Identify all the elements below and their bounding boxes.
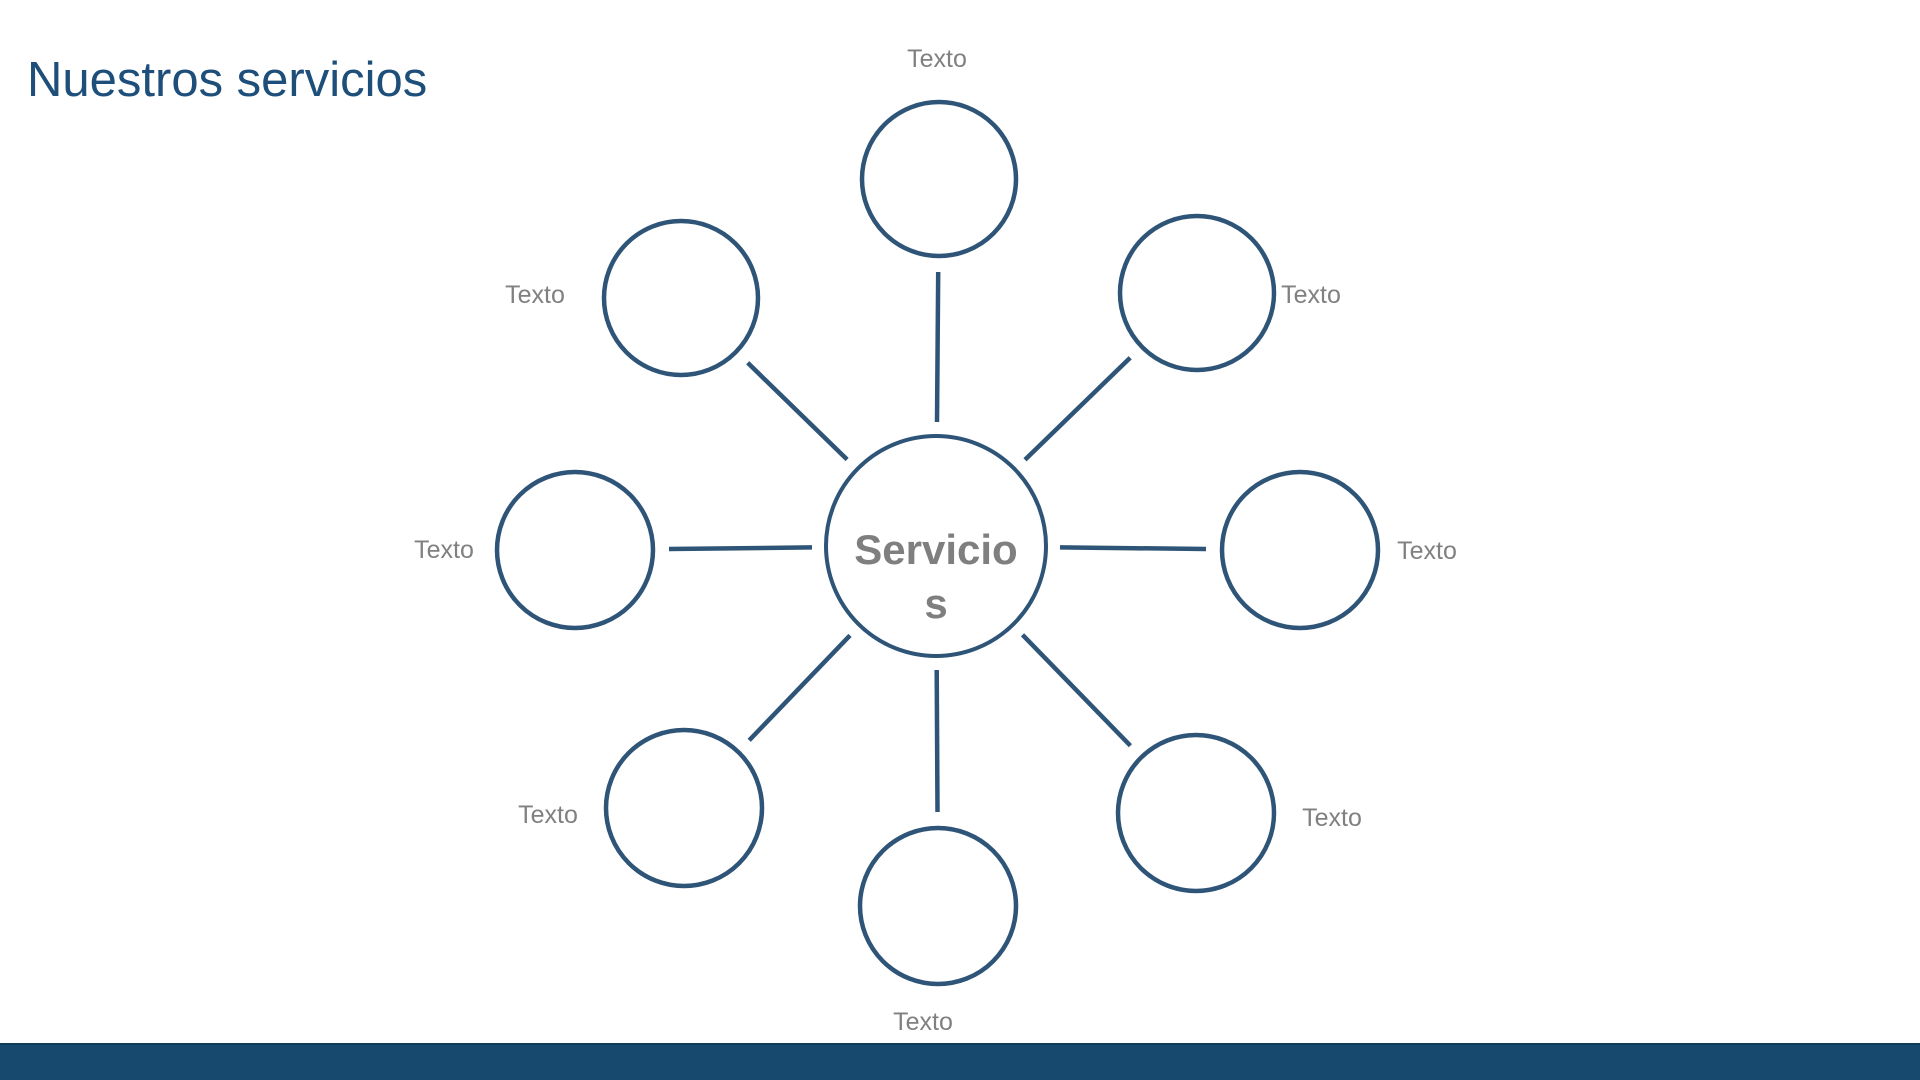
node-label-top-right: Texto [1281,281,1341,309]
connector-line-right [1059,545,1207,552]
connector-line-top-right [1023,356,1132,462]
node-label-right: Texto [1397,537,1457,565]
node-label-left: Texto [414,536,474,564]
node-label-bottom-right: Texto [1302,804,1362,832]
node-circle-top [859,99,1019,259]
connector-line-bottom-left [747,633,852,742]
slide-title: Nuestros servicios [27,53,428,107]
center-node-label: Servicio s [854,523,1017,631]
node-label-bottom: Texto [893,1008,953,1036]
node-circle-right [1219,469,1381,631]
node-label-top: Texto [907,45,967,73]
footer-accent-bar [0,1043,1920,1080]
center-node-label-line2: s [924,580,948,627]
connector-line-bottom [934,669,940,813]
connector-line-top [934,271,941,423]
connector-line-left [668,545,813,552]
connector-line-bottom-right [1020,633,1133,748]
node-label-top-left: Texto [505,281,565,309]
node-circle-top-left [601,218,761,378]
node-circle-bottom-left [603,727,765,889]
node-circle-bottom-right [1115,732,1277,894]
connector-line-top-left [746,361,849,462]
node-label-bottom-left: Texto [518,801,578,829]
center-circle [824,434,1048,658]
node-circle-top-right [1117,213,1277,373]
node-circle-left [494,469,656,631]
center-node-label-line1: Servicio [854,526,1018,573]
node-circle-bottom [857,825,1019,987]
